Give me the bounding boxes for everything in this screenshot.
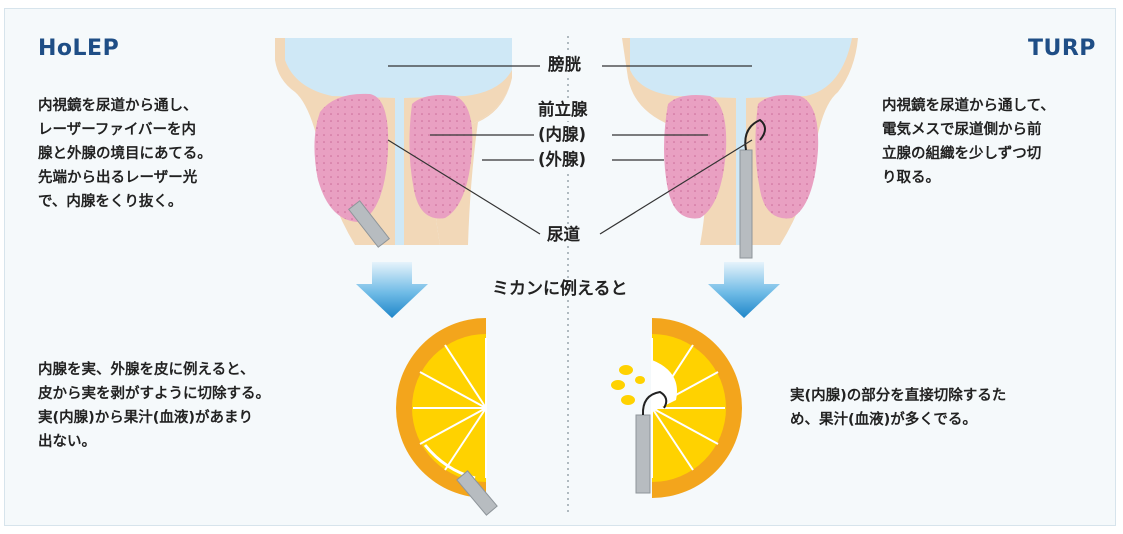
holep-title: HoLEP <box>38 36 120 61</box>
turp-analogy-text: 実(内腺)の部分を直接切除するた め、果汁(血液)が多くでる。 <box>790 388 1007 428</box>
label-urethra: 尿道 <box>543 224 584 246</box>
holep-description: 内視鏡を尿道から通し、 レーザーファイバーを内 腺と外腺の境目にあてる。 先端か… <box>38 98 212 210</box>
holep-analogy-text: 内腺を実、外腺を皮に例えると、 皮から実を剥がすように切除する。 実(内腺)から… <box>38 362 270 450</box>
down-arrow-left-icon <box>356 262 428 318</box>
turp-title: TURP <box>1028 36 1096 61</box>
holep-prostate <box>275 38 512 248</box>
label-bladder: 膀胱 <box>544 54 585 76</box>
label-prostate: 前立腺 <box>534 99 592 121</box>
turp-prostate <box>622 38 858 259</box>
label-outer-gland: (外腺) <box>534 149 591 171</box>
diagram-frame <box>4 8 1116 526</box>
analogy-caption: ミカンに例えると <box>488 278 632 300</box>
juice-splash-icon <box>611 365 645 405</box>
down-arrow-right-icon <box>708 262 780 318</box>
leader-lines <box>387 65 753 235</box>
turp-orange <box>611 318 742 498</box>
label-inner-gland: (内腺) <box>534 124 591 146</box>
holep-orange <box>396 318 498 516</box>
turp-description: 内視鏡を尿道から通して、 電気メスで尿道側から前 立腺の組織を少しずつ切 り取る… <box>882 98 1055 186</box>
